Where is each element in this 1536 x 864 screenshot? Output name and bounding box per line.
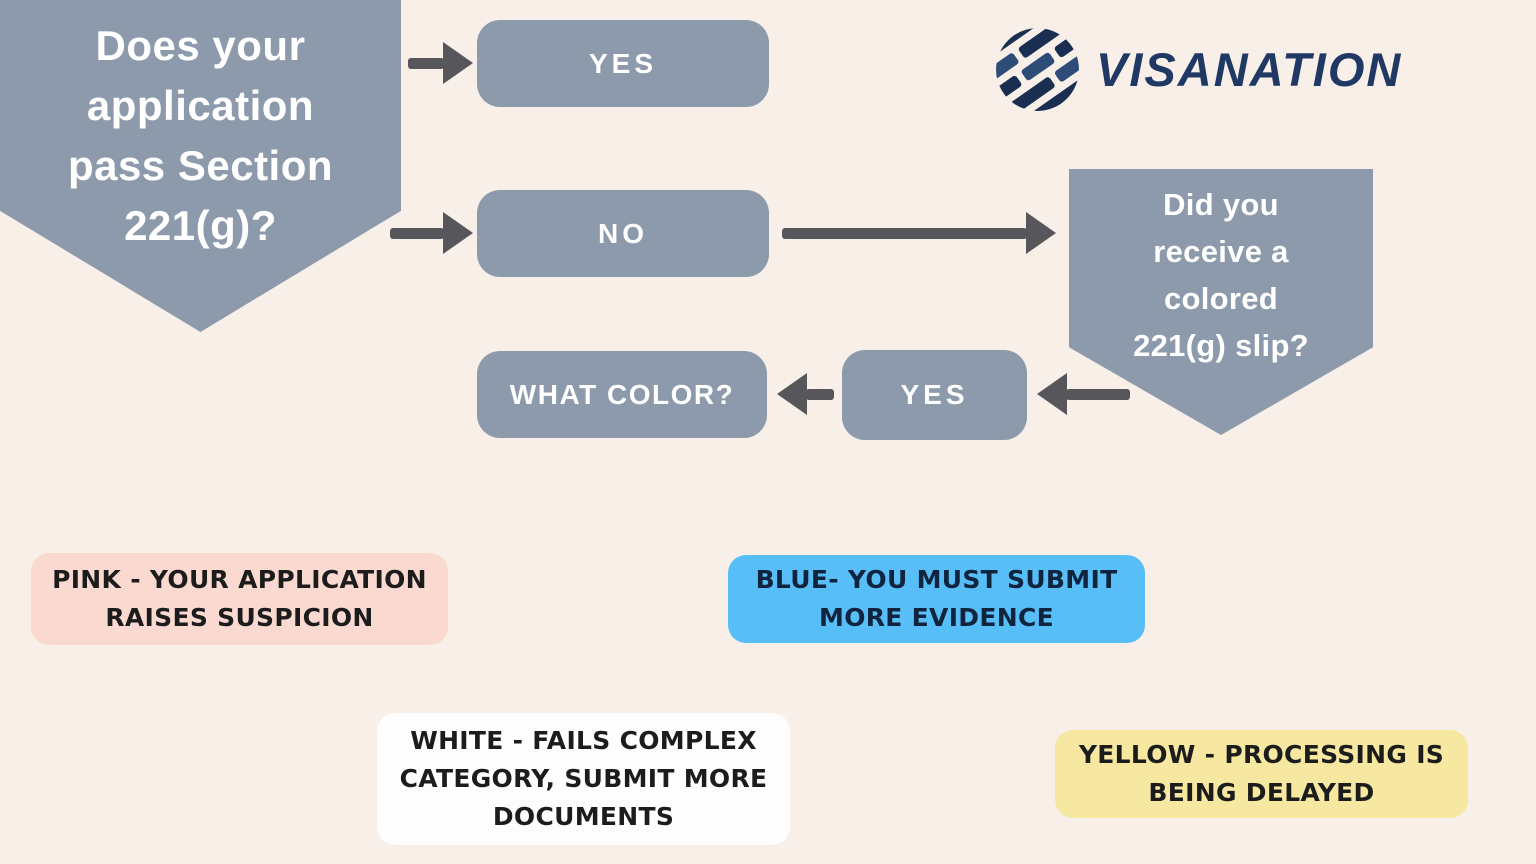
legend-yellow-line: BEING DELAYED [1148,778,1375,807]
legend-yellow-line: YELLOW - PROCESSING IS [1078,740,1445,769]
arrow-slip-question-to-yes-mid [1037,373,1130,415]
start-question-line: pass Section [67,142,334,189]
legend-blue-line: BLUE- YOU MUST SUBMIT [755,565,1118,594]
arrow-head-icon [777,373,807,415]
legend-pink-box: PINK - YOUR APPLICATION RAISES SUSPICION [31,553,448,645]
slip-question-line: Did you [1163,187,1279,222]
yes-mid-box: YES [842,350,1027,440]
start-question-line: 221(g)? [124,202,277,249]
legend-white-line: WHITE - FAILS COMPLEX [410,726,757,755]
brand-wordmark: VISANATION [1096,43,1403,96]
arrow-start-to-no [390,212,473,254]
arrow-start-to-yes [408,42,473,84]
yes-mid-label: YES [900,379,969,410]
no-label: NO [598,217,648,249]
legend-blue-box: BLUE- YOU MUST SUBMIT MORE EVIDENCE [728,555,1145,643]
arrow-head-icon [1026,212,1056,254]
arrow-no-to-slip-question [782,212,1056,254]
arrow-yes-mid-to-what-color [777,373,834,415]
what-color-box: WHAT COLOR? [477,351,767,438]
slip-question-line: colored [1163,281,1279,316]
arrow-head-icon [443,212,473,254]
no-box: NO [477,190,769,277]
arrow-shaft [782,227,1027,239]
legend-pink-line: PINK - YOUR APPLICATION [52,565,427,594]
arrow-shaft [1066,388,1130,400]
visanation-logo: VISANATION [995,27,1402,112]
arrow-head-icon [1037,373,1067,415]
arrow-shaft [408,57,444,69]
globe-icon [996,28,1079,111]
start-question-line: application [86,82,315,129]
legend-white-line: DOCUMENTS [492,802,675,831]
yes-top-box: YES [477,20,769,107]
what-color-label: WHAT COLOR? [509,378,735,410]
start-question-line: Does your [95,22,306,69]
legend-pink-line: RAISES SUSPICION [105,603,374,632]
arrow-shaft [806,388,834,400]
slip-question-line: 221(g) slip? [1133,328,1309,363]
legend-white-box: WHITE - FAILS COMPLEX CATEGORY, SUBMIT M… [377,713,790,845]
legend-white-line: CATEGORY, SUBMIT MORE [399,764,768,793]
start-question-pentagon: Does your application pass Section 221(g… [0,0,401,332]
legend-yellow-box: YELLOW - PROCESSING IS BEING DELAYED [1055,730,1468,818]
yes-top-label: YES [588,47,658,79]
legend-blue-line: MORE EVIDENCE [819,603,1054,632]
arrow-head-icon [443,42,473,84]
arrow-shaft [390,227,444,239]
slip-question-line: receive a [1153,234,1289,269]
